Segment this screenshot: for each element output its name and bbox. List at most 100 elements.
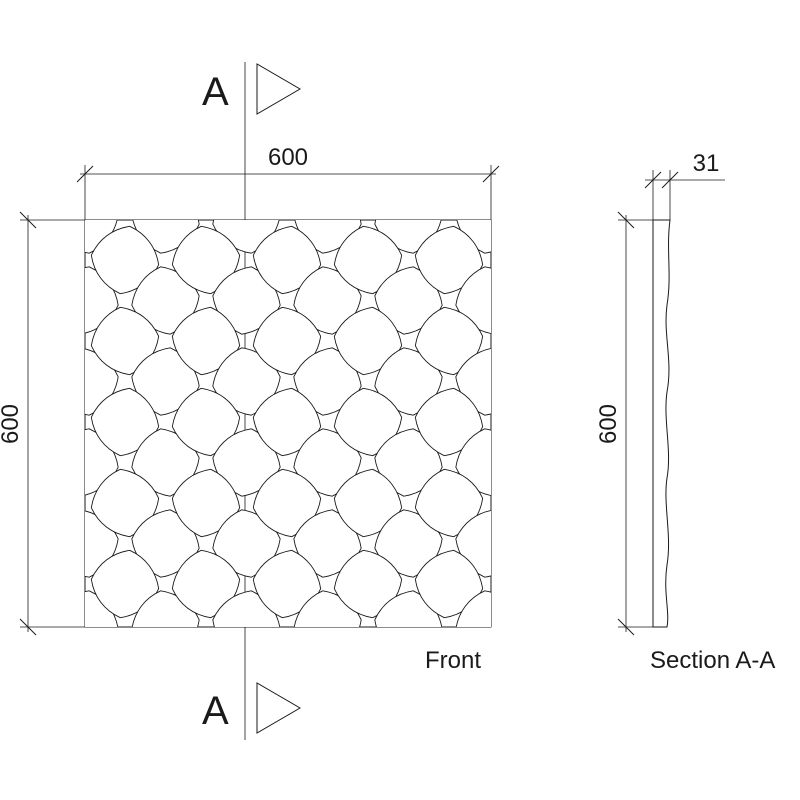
pattern-tile xyxy=(532,262,609,339)
pattern-tile xyxy=(293,220,362,254)
pattern-tile xyxy=(613,748,690,800)
pattern-tile xyxy=(573,222,650,299)
pattern-tile xyxy=(46,748,123,800)
pattern-tile xyxy=(374,590,443,627)
width-dimension: 600 xyxy=(76,144,500,220)
pattern-tile xyxy=(6,465,83,542)
pattern-tile xyxy=(6,627,83,704)
height-tick-top xyxy=(19,211,37,229)
section-profile xyxy=(652,219,671,628)
section-view: 31 600 Section A-A xyxy=(595,150,775,674)
thickness-dimension: 31 xyxy=(644,150,725,220)
pattern-tile xyxy=(333,468,403,538)
pattern-tile xyxy=(293,347,362,416)
pattern-tile xyxy=(6,303,83,380)
pattern-tile xyxy=(168,141,245,218)
pattern-tile xyxy=(492,465,569,542)
pattern-tile xyxy=(87,141,164,218)
pattern-tile xyxy=(532,748,609,800)
pattern-tile xyxy=(85,590,119,627)
section-marker-top-letter: A xyxy=(202,70,229,114)
pattern-tile xyxy=(613,667,690,744)
pattern-tile xyxy=(374,266,443,335)
pattern-tile xyxy=(127,748,204,800)
pattern-tile xyxy=(492,384,569,461)
pattern-tile xyxy=(451,667,528,744)
pattern-tile xyxy=(573,708,650,785)
pattern-tile xyxy=(131,509,200,578)
pattern-tile xyxy=(6,708,83,785)
pattern-tile xyxy=(613,424,690,501)
pattern-tile xyxy=(492,708,569,785)
pattern-tile xyxy=(90,387,160,457)
section-height-dimension: 600 xyxy=(595,211,653,636)
pattern-tile xyxy=(573,546,650,623)
pattern-tile xyxy=(171,306,241,376)
pattern-tile xyxy=(532,667,609,744)
pattern-tile xyxy=(212,428,281,497)
pattern-tile xyxy=(212,590,281,627)
height-dimension: 600 xyxy=(0,211,85,636)
section-marker-bottom-letter: A xyxy=(202,689,229,733)
pattern-tile xyxy=(171,468,241,538)
pattern-tile xyxy=(374,428,443,497)
pattern-tile xyxy=(573,141,650,218)
pattern-tile xyxy=(333,225,403,295)
pattern-tile xyxy=(330,141,407,218)
front-view-label: Front xyxy=(425,647,481,674)
pattern-tile xyxy=(455,220,491,254)
pattern-tile xyxy=(252,549,322,619)
pattern-tile xyxy=(330,627,407,704)
pattern-tile xyxy=(90,306,160,376)
pattern-tile xyxy=(333,549,403,619)
pattern-tile xyxy=(87,708,164,785)
pattern-tile xyxy=(573,303,650,380)
pattern-tile xyxy=(131,347,200,416)
pattern-tile xyxy=(333,387,403,457)
pattern-tile xyxy=(171,549,241,619)
pattern-tile xyxy=(532,586,609,663)
pattern-tile xyxy=(330,708,407,785)
front-panel-pattern xyxy=(6,141,690,800)
pattern-tile xyxy=(414,468,484,538)
pattern-tile xyxy=(414,549,484,619)
pattern-tile xyxy=(411,141,488,218)
pattern-tile xyxy=(492,303,569,380)
pattern-tile xyxy=(85,266,119,335)
pattern-tile xyxy=(613,505,690,582)
pattern-tile xyxy=(370,667,447,744)
section-height-dimension-label: 600 xyxy=(595,404,622,444)
pattern-tile xyxy=(414,225,484,295)
front-view: 600 600 Front xyxy=(0,141,690,800)
pattern-tile xyxy=(252,387,322,457)
width-tick-left xyxy=(76,165,94,183)
pattern-tile xyxy=(451,748,528,800)
pattern-tile xyxy=(289,667,366,744)
front-panel-outline xyxy=(84,219,492,628)
pattern-tile xyxy=(171,225,241,295)
pattern-tile xyxy=(455,509,491,578)
pattern-tile xyxy=(455,347,491,416)
pattern-tile xyxy=(6,222,83,299)
pattern-tile xyxy=(127,667,204,744)
pattern-tile xyxy=(613,262,690,339)
pattern-tile xyxy=(131,220,200,254)
pattern-tile xyxy=(212,220,281,254)
pattern-tile xyxy=(492,222,569,299)
pattern-tile xyxy=(252,306,322,376)
pattern-tile xyxy=(333,306,403,376)
pattern-tile xyxy=(90,468,160,538)
pattern-tile xyxy=(613,181,690,258)
pattern-tile xyxy=(87,627,164,704)
thickness-dimension-label: 31 xyxy=(693,150,720,177)
pattern-tile xyxy=(85,428,119,497)
pattern-tile xyxy=(249,708,326,785)
pattern-tile xyxy=(252,225,322,295)
pattern-tile xyxy=(212,266,281,335)
height-tick-bottom xyxy=(19,618,37,636)
section-height-tick-bottom xyxy=(617,618,635,636)
pattern-tile xyxy=(532,181,609,258)
pattern-tile xyxy=(249,627,326,704)
pattern-tile xyxy=(252,468,322,538)
